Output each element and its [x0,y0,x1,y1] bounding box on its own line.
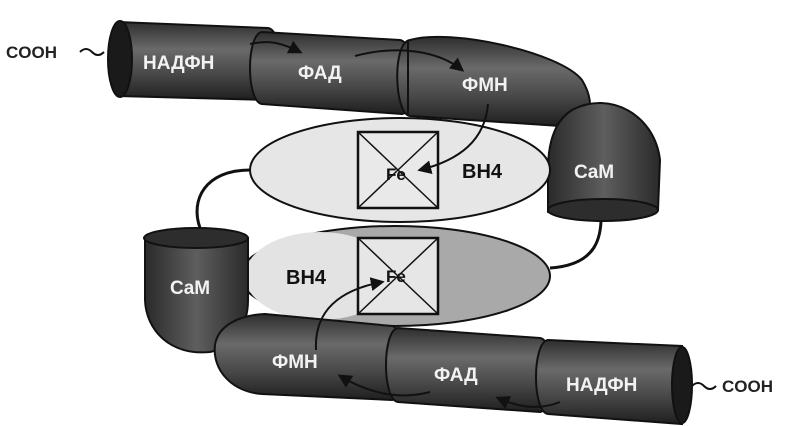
top-fe-label: Fe [386,165,406,184]
bottom-cam-label: CaM [170,278,210,299]
top-bh4-label: BH4 [462,161,503,183]
bottom-cooh-label: COOH [722,377,773,396]
top-fad-label: ФАД [298,63,342,84]
bottom-nadph-cap [672,347,692,423]
bottom-fe-label: Fe [386,267,406,286]
top-cam-label: CaM [574,162,614,183]
top-nadph-cap [108,21,132,97]
top-nadph-label: НАДФН [143,53,214,74]
bottom-cam-cap [144,228,248,248]
top-cooh-label: COOH [6,43,57,62]
top-cooh-tail [80,49,104,55]
top-fmn-label: ФМН [462,75,508,96]
linker-top-left [197,170,250,228]
bottom-fmn-label: ФМН [272,352,318,373]
bottom-oxygenase-domain: Fe BH4 [240,226,550,326]
bottom-nadph-label: НАДФН [566,375,637,396]
bottom-fad-label: ФАД [434,365,478,386]
bottom-bh4-label: BH4 [286,267,327,289]
top-cam-cap [548,199,658,221]
bottom-cooh-tail [692,383,716,389]
